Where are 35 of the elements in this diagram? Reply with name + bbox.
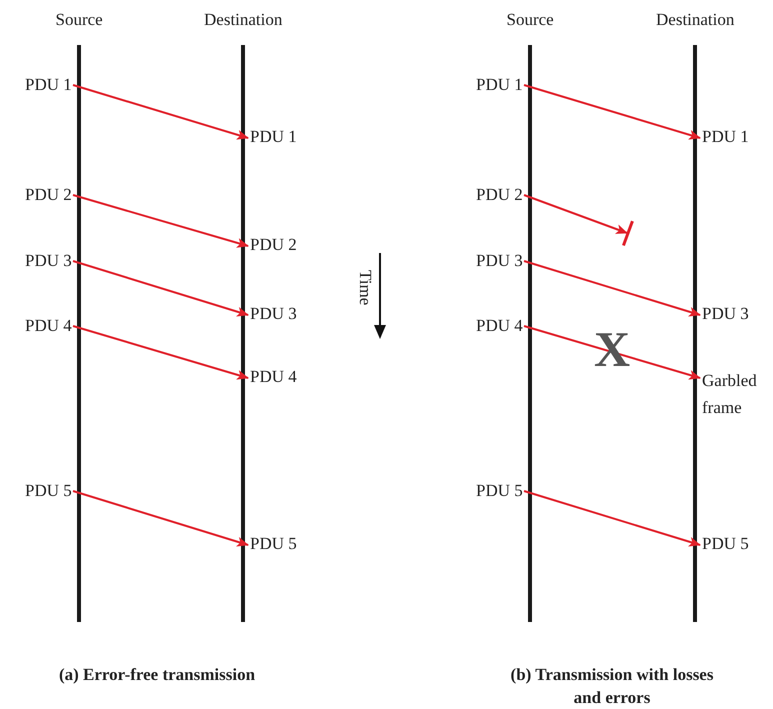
column-heading: Source	[506, 10, 554, 30]
arrow	[72, 490, 249, 547]
packet-label: PDU 5	[25, 481, 72, 501]
axis-label: Time	[355, 270, 375, 306]
packet-label: PDU 5	[250, 534, 297, 554]
packet-label: PDU 3	[25, 251, 72, 271]
packet-label: PDU 5	[702, 534, 749, 554]
packet-label: PDU 2	[25, 185, 72, 205]
arrow	[524, 84, 701, 140]
packet-label: PDU 4	[250, 367, 297, 387]
packet-label: PDU 1	[250, 127, 297, 147]
packet-label: PDU 2	[476, 185, 523, 205]
arrow	[72, 84, 249, 140]
packet-label: PDU 4	[25, 316, 72, 336]
arrow	[524, 490, 701, 547]
panel-caption: (a) Error-free transmission	[58, 664, 256, 686]
packet-label: PDU 3	[702, 304, 749, 324]
packet-label: PDU 3	[476, 251, 523, 271]
packet-label: PDU 3	[250, 304, 297, 324]
column-heading: Destination	[204, 10, 282, 30]
packet-label: PDU 1	[25, 75, 72, 95]
arrow	[524, 260, 701, 317]
arrow	[72, 325, 249, 380]
panel-caption: (b) Transmission with losses and errors	[510, 664, 714, 709]
arrow	[72, 260, 249, 317]
packet-label: PDU 1	[702, 127, 749, 147]
packet-label: PDU 4	[476, 316, 523, 336]
packet-label: PDU 5	[476, 481, 523, 501]
column-heading: Destination	[656, 10, 734, 30]
packet-label: PDU 2	[250, 235, 297, 255]
packet-label: Garbled frame	[702, 367, 764, 421]
packet-label: PDU 1	[476, 75, 523, 95]
column-heading: Source	[56, 10, 103, 30]
lost-frame-arrow	[524, 194, 634, 248]
arrow	[72, 194, 249, 248]
